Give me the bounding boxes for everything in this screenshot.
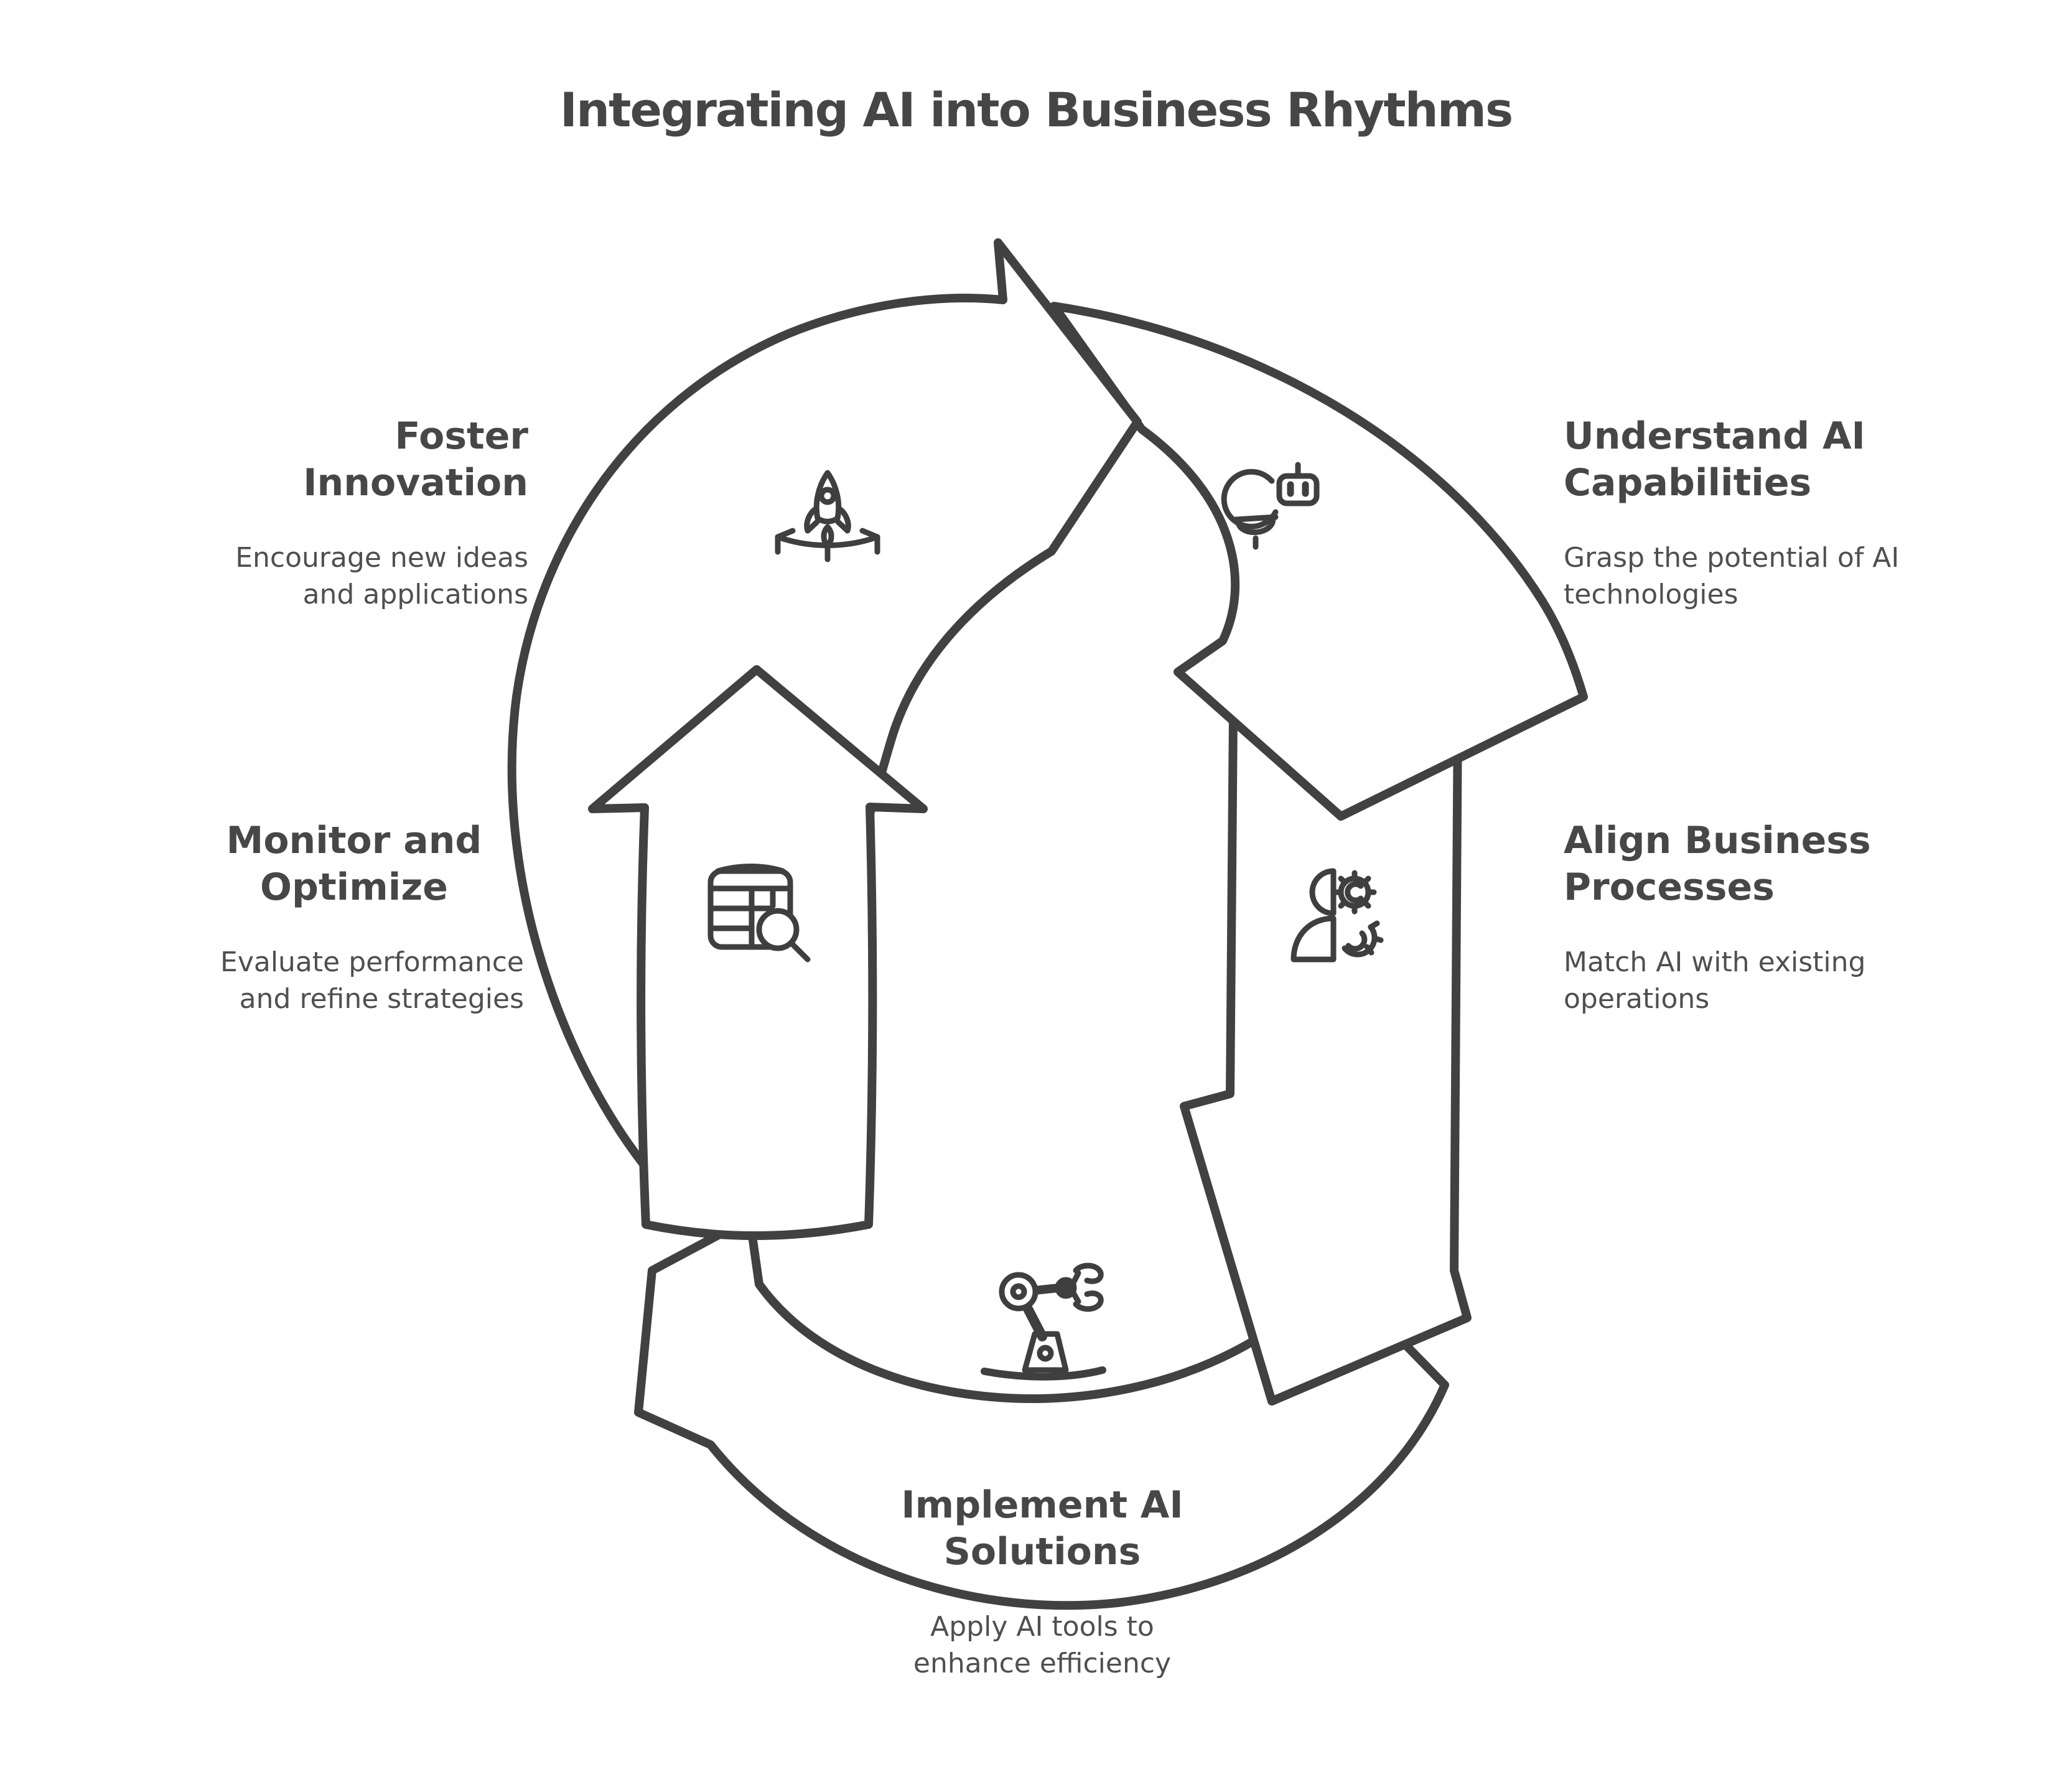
step-heading-line: Align Business xyxy=(1564,819,1871,862)
step-heading-line: Solutions xyxy=(943,1530,1141,1574)
table-search-icon xyxy=(707,864,811,963)
step-monitor-and-optimize: Monitor and Optimize Evaluate performanc… xyxy=(184,818,524,1018)
step-description-line: operations xyxy=(1564,982,1710,1015)
arrow-segment-understand-ai xyxy=(1050,302,1588,821)
step-description-line: Evaluate performance xyxy=(220,946,524,978)
step-description-line: Match AI with existing xyxy=(1564,946,1866,978)
step-foster-innovation: Foster Innovation Encourage new ideas an… xyxy=(93,413,528,613)
step-heading-line: Processes xyxy=(1564,865,1775,909)
page-title: Integrating AI into Business Rhythms xyxy=(559,82,1513,138)
step-heading-line: Capabilities xyxy=(1564,461,1812,505)
lightbulb-robot-icon xyxy=(1221,462,1320,550)
step-heading-line: Innovation xyxy=(303,461,528,505)
rocket-launch-icon xyxy=(775,470,880,562)
arrow-segment-align-business xyxy=(1180,711,1472,1406)
step-description-line: Grasp the potential of AI xyxy=(1564,542,1900,574)
robot-arm-icon xyxy=(981,1262,1106,1381)
step-description-line: and refine strategies xyxy=(239,982,524,1015)
step-description-line: and applications xyxy=(302,578,528,610)
step-heading-line: Implement AI xyxy=(901,1483,1183,1527)
step-description-line: Apply AI tools to xyxy=(930,1611,1154,1643)
step-understand-ai-capabilities: Understand AI Capabilities Grasp the pot… xyxy=(1564,413,2012,613)
step-heading-line: Foster xyxy=(394,414,528,458)
step-heading-line: Understand AI xyxy=(1564,414,1865,458)
step-description-line: technologies xyxy=(1564,578,1738,610)
step-heading-line: Monitor and xyxy=(226,819,482,862)
step-implement-ai-solutions: Implement AI Solutions Apply AI tools to… xyxy=(812,1482,1272,1682)
arrow-segment-implement-ai xyxy=(634,1214,1449,1610)
step-description-line: Encourage new ideas xyxy=(235,542,528,574)
person-gear-icon xyxy=(1290,868,1384,963)
step-description-line: enhance efficiency xyxy=(913,1647,1172,1679)
step-align-business-processes: Align Business Processes Match AI with e… xyxy=(1564,818,2012,1018)
step-heading-line: Optimize xyxy=(260,865,448,909)
arrow-segment-monitor-optimize xyxy=(588,665,928,1240)
